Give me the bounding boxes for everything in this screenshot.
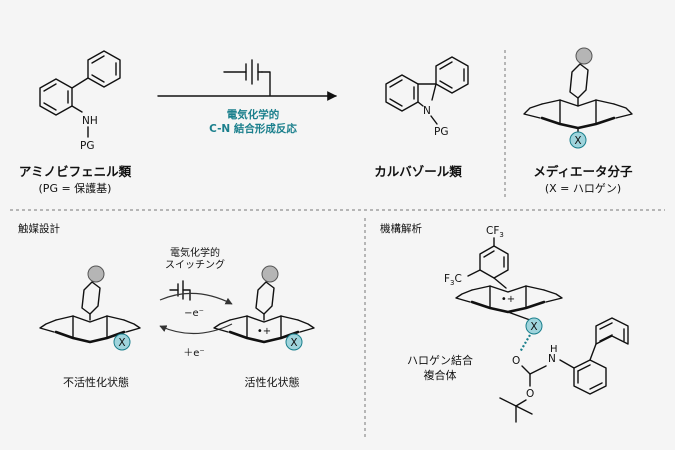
- reaction-label-2: C-N 結合形成反応: [209, 122, 297, 135]
- mediator-x-label: X: [574, 135, 581, 147]
- aminobiphenyl-structure: NH PG: [39, 50, 121, 152]
- reduction-arrow: [159, 323, 233, 335]
- mechanism-title: 機構解析: [380, 222, 422, 235]
- complex-x-label: X: [530, 321, 537, 333]
- carbamate-h-label: H: [550, 344, 558, 355]
- active-x-label: X: [290, 337, 297, 349]
- carbamate-n-label: N: [548, 353, 556, 365]
- mediator-note: (X = ハロゲン): [545, 182, 621, 195]
- reaction-label-1: 電気化学的: [227, 108, 280, 121]
- pg-label: PG: [80, 140, 94, 152]
- mediator-structure: X: [523, 47, 633, 149]
- active-state-label: 活性化状態: [245, 375, 300, 389]
- active-radical-cation: •+: [257, 326, 271, 337]
- ester-o-label: O: [526, 388, 534, 400]
- carbazole-name: カルバゾール類: [374, 164, 462, 179]
- oxidation-arrow: [159, 292, 233, 305]
- carbonyl-o-label: O: [512, 355, 520, 367]
- aminobiphenyl-name: アミノビフェニル類: [19, 164, 132, 179]
- complex-radical-cation: •+: [501, 294, 515, 305]
- mediator-name: メディエータ分子: [533, 164, 633, 179]
- complex-label-1: ハロゲン結合: [407, 353, 473, 367]
- active-state-structure: •+ X: [213, 265, 315, 351]
- halogen-bond-complex-structure: CF3 F3C •+ X O N H O: [444, 225, 629, 423]
- cf3-left-label: F3C: [444, 273, 462, 287]
- complex-label-2: 複合体: [424, 368, 457, 382]
- carbazole-n-label: N: [423, 105, 431, 117]
- nh-label: NH: [82, 115, 98, 127]
- switching-label-1: 電気化学的: [170, 246, 220, 259]
- carbazole-pg-label: PG: [434, 126, 448, 138]
- battery-icon: [223, 59, 271, 96]
- inactive-state-label: 不活性化状態: [63, 375, 129, 389]
- minus-e-label: −e⁻: [184, 308, 204, 319]
- inactive-state-structure: X: [39, 265, 141, 351]
- plus-e-label: ＋e⁻: [183, 348, 204, 359]
- small-battery-icon: [169, 280, 191, 301]
- cf3-top-label: CF3: [486, 225, 504, 239]
- catalyst-design-title: 触媒設計: [18, 222, 60, 235]
- aminobiphenyl-note: (PG = 保護基): [39, 181, 112, 195]
- carbazole-structure: N PG: [385, 56, 469, 138]
- switching-label-2: スイッチング: [165, 258, 225, 271]
- inactive-x-label: X: [118, 337, 125, 349]
